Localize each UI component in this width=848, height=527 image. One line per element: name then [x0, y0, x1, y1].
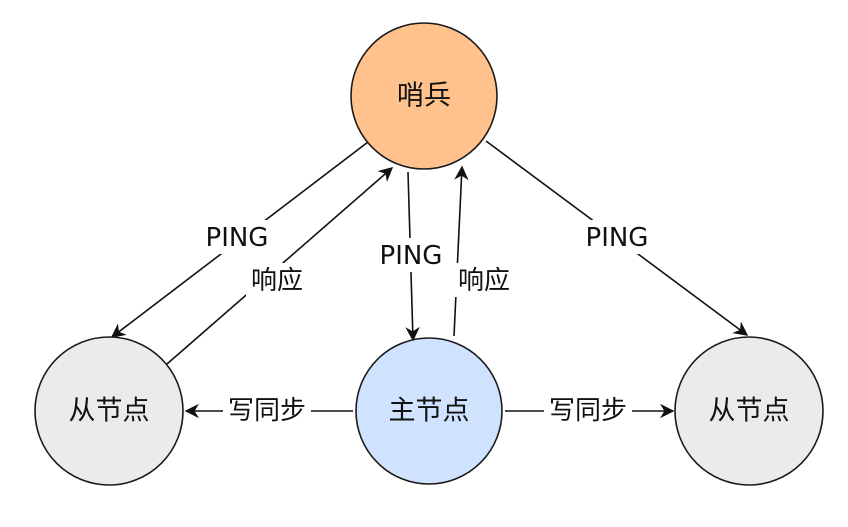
master-circle: [355, 337, 503, 485]
master-node: 主节点: [355, 337, 503, 485]
reply-label-left-group: 响应: [246, 263, 308, 297]
ping-label-right-group: PING: [576, 220, 658, 254]
ping-label-left: PING: [206, 223, 269, 253]
reply-label-master: 响应: [458, 266, 510, 296]
sentinel-node: 哨兵: [350, 22, 498, 170]
sync-label-right: 写同步: [549, 396, 627, 426]
sentinel-circle: [350, 22, 498, 170]
ping-label-master-group: PING: [370, 238, 452, 272]
slave-right-circle: [674, 336, 824, 486]
ping-label-master: PING: [380, 241, 443, 271]
reply-label-master-group: 响应: [453, 263, 515, 297]
slave-right-label: 从节点: [709, 396, 790, 427]
reply-label-left: 响应: [251, 266, 303, 296]
ping-label-right: PING: [586, 223, 649, 253]
master-label: 主节点: [389, 396, 470, 427]
ping-label-left-group: PING: [196, 220, 278, 254]
slave-left-circle: [34, 336, 184, 486]
slave-node-right: 从节点: [674, 336, 824, 486]
sync-label-right-group: 写同步: [544, 394, 632, 428]
sync-label-left-group: 写同步: [223, 394, 311, 428]
sentinel-label: 哨兵: [397, 81, 451, 112]
sync-label-left: 写同步: [228, 396, 306, 426]
reply-edge-master: [453, 165, 469, 337]
slave-node-left: 从节点: [34, 336, 184, 486]
slave-left-label: 从节点: [69, 396, 150, 427]
